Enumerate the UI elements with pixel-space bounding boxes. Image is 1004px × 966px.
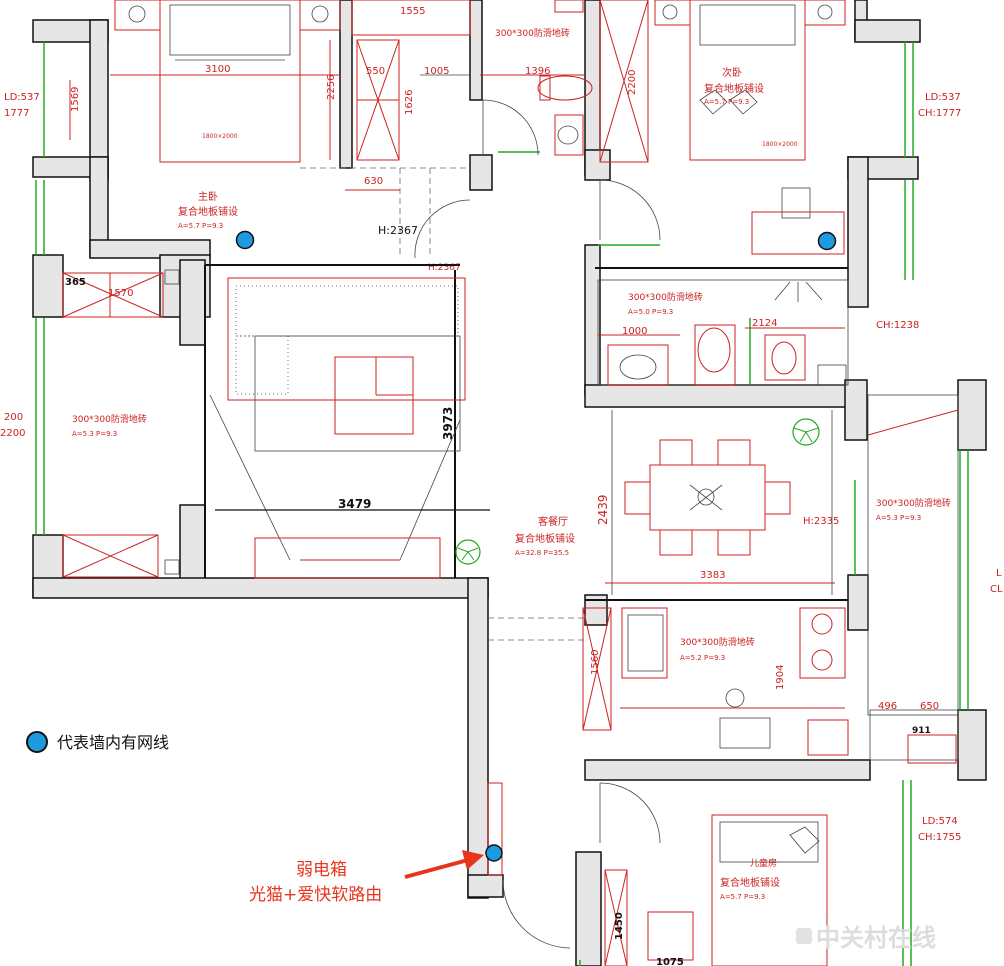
dim-1555: 1555	[400, 6, 425, 17]
watermark-text: 中关村在线	[816, 924, 936, 952]
living-title: 客餐厅	[538, 515, 568, 528]
sec-bed-spec: A=5.7 P=9.3	[704, 98, 749, 106]
master-bedroom: 3100 1569 2256 1800×2000 主卧 复合地板铺设 A=5.7…	[4, 0, 470, 255]
sec-bed-floor: 复合地板铺设	[704, 82, 764, 95]
height-ch1777-right: CH:1777	[918, 108, 961, 119]
dining-area: 客餐厅 复合地板铺设 A=32.8 P=35.5 2439 3383 H:233…	[515, 410, 839, 595]
dim-1450: 1450	[614, 912, 625, 940]
dim-3973: 3973	[441, 407, 455, 440]
weak-box-annotation: 弱电箱 光猫+爱快软路由	[249, 850, 484, 905]
weak-box-sublabel: 光猫+爱快软路由	[249, 885, 382, 905]
master-bed-floor: 复合地板铺设	[178, 205, 238, 218]
edge-l: L	[996, 568, 1002, 579]
network-markers	[235, 230, 837, 862]
dim-2124: 2124	[752, 318, 777, 329]
svg-text:1800×2000: 1800×2000	[762, 141, 798, 148]
kitchen-floor: 300*300防滑地砖	[680, 636, 755, 648]
kids-floor: 复合地板铺设	[720, 876, 780, 889]
dim-3383: 3383	[700, 570, 725, 581]
height-ch1238: CH:1238	[876, 320, 919, 331]
height-ch1755: CH:1755	[918, 832, 961, 843]
dim-365: 365	[65, 277, 86, 288]
dim-1000: 1000	[622, 326, 647, 337]
height-ch1777-left: 1777	[4, 108, 29, 119]
dim-2200a: 2200	[627, 70, 638, 95]
kids-room: 儿童房 复合地板铺设 A=5.7 P=9.3 1450 1075 LD:574 …	[487, 782, 961, 966]
dim-1560: 1560	[590, 650, 601, 675]
sec-bed-title: 次卧	[722, 66, 742, 79]
wardrobe: 1555 550 1005 1626 630 H:2367 H:2367	[345, 0, 471, 273]
dim-1570: 1570	[108, 288, 133, 299]
master-bed-spec: A=5.7 P=9.3	[178, 222, 223, 230]
kids-title: 儿童房	[750, 857, 777, 869]
dim-496: 496	[878, 701, 897, 712]
balcony-floor: 300*300防滑地砖	[876, 497, 951, 509]
balcony-spec: A=5.3 P=9.3	[876, 514, 921, 522]
kitchen: 1560 1904 300*300防滑地砖 A=5.2 P=9.3	[488, 599, 849, 756]
kitchen-spec: A=5.2 P=9.3	[680, 654, 725, 662]
second-bedroom: 次卧 复合地板铺设 A=5.7 P=9.3 1800×2000 LD:537 C…	[654, 0, 961, 331]
height-h2335: H:2335	[803, 516, 839, 527]
dim-2439: 2439	[596, 494, 610, 525]
dim-1569: 1569	[70, 87, 81, 112]
dim-1904: 1904	[775, 665, 786, 690]
dim-911: 911	[912, 726, 931, 736]
height-ld537-right: LD:537	[925, 92, 961, 103]
network-dot	[817, 231, 837, 251]
svg-text:1800×2000: 1800×2000	[202, 133, 238, 140]
living-spec: A=32.8 P=35.5	[515, 549, 569, 557]
left-room: 365 1570 300*300防滑地砖 A=5.3 P=9.3 200 220…	[0, 269, 180, 578]
left-room-spec: A=5.3 P=9.3	[72, 430, 117, 438]
legend-dot	[26, 731, 48, 753]
watermark: 中关村在线	[796, 924, 936, 952]
dim-1626: 1626	[404, 90, 415, 115]
weak-box-label: 弱电箱	[296, 860, 347, 880]
walls	[32, 0, 987, 966]
left-room-floor: 300*300防滑地砖	[72, 413, 147, 425]
network-dot	[235, 230, 255, 250]
middle-bathroom: 300*300防滑地砖 A=5.0 P=9.3 1000 2124	[595, 267, 849, 386]
top-bathroom: 300*300防滑地砖 1396 2200	[414, 0, 661, 259]
kids-spec: A=5.7 P=9.3	[720, 893, 765, 901]
dim-3100: 3100	[205, 64, 230, 75]
living-area: 3479 3973	[204, 264, 490, 579]
bath-mid-spec: A=5.0 P=9.3	[628, 308, 673, 316]
living-floor: 复合地板铺设	[515, 532, 575, 545]
dim-550: 550	[366, 66, 385, 77]
dim-630: 630	[364, 176, 383, 187]
arrow-icon	[462, 850, 484, 870]
height-h2367b: H:2367	[428, 263, 461, 273]
master-bed-title: 主卧	[198, 190, 218, 203]
dim-3479: 3479	[338, 497, 371, 511]
edge-cl: CL	[990, 584, 1003, 595]
dim-650: 650	[920, 701, 939, 712]
dim-1005: 1005	[424, 66, 449, 77]
height-ld574: LD:574	[922, 816, 958, 827]
dim-1396: 1396	[525, 66, 550, 77]
height-2200-left-a: 200	[4, 412, 23, 423]
height-h2367: H:2367	[378, 224, 418, 237]
network-dot	[485, 844, 503, 862]
height-2200-left-b: 2200	[0, 428, 25, 439]
legend: 代表墙内有网线	[26, 731, 169, 753]
height-ld537-left: LD:537	[4, 92, 40, 103]
bath-top-floor: 300*300防滑地砖	[495, 27, 570, 39]
balcony: 300*300防滑地砖 A=5.3 P=9.3 L CL 496 650 911	[867, 394, 1003, 764]
legend-text: 代表墙内有网线	[57, 733, 169, 752]
dim-2256: 2256	[326, 75, 337, 100]
dim-1075: 1075	[656, 957, 684, 966]
bath-mid-floor: 300*300防滑地砖	[628, 291, 703, 303]
